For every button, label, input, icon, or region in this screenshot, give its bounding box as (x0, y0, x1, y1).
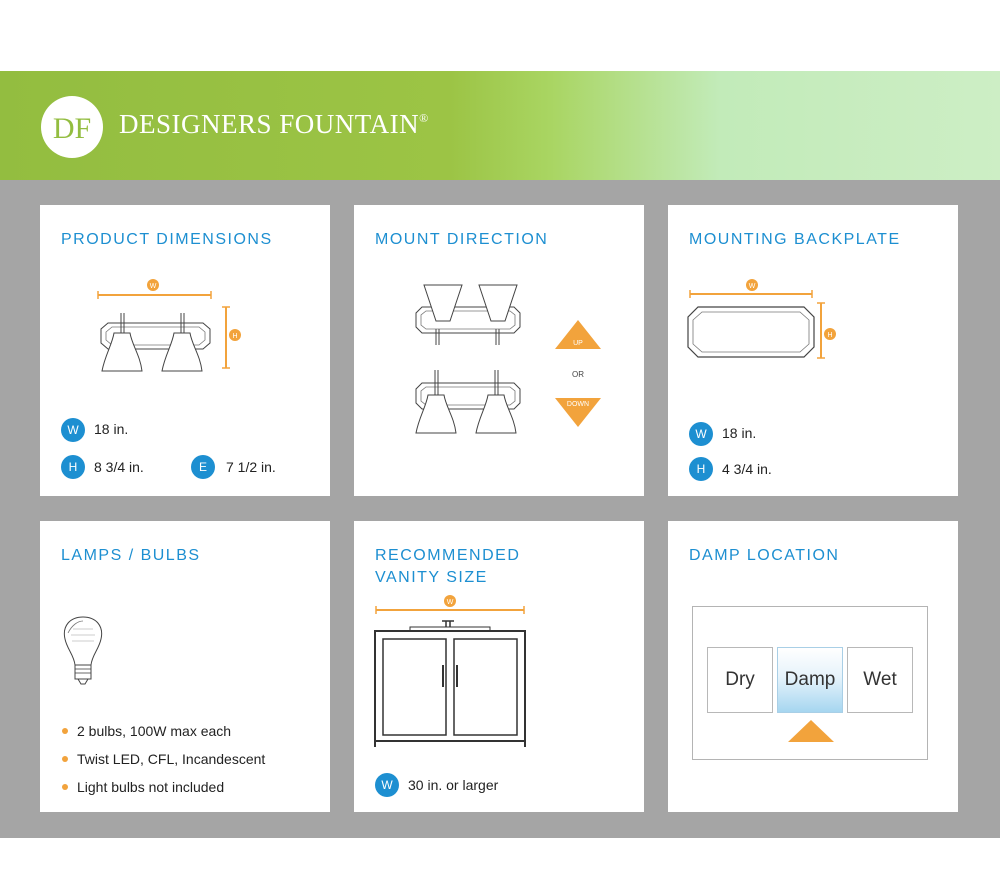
mount-direction-diagram: UP OR DOWN (415, 284, 601, 434)
bulb-icon (63, 616, 103, 685)
width-badge: W (375, 773, 399, 797)
h-marker-label: H (232, 333, 237, 340)
card-title: LAMPS / BULBS (61, 547, 201, 564)
extension-value: 7 1/2 in. (226, 459, 276, 475)
card-vanity-size: RECOMMENDED VANITY SIZE W W 30 in. or la… (354, 521, 644, 812)
backplate-diagram: W H (687, 279, 836, 359)
card-title: DAMP LOCATION (689, 547, 840, 564)
up-arrow (555, 320, 601, 349)
list-item: 2 bulbs, 100W max each (61, 722, 265, 750)
down-label: DOWN (567, 401, 589, 408)
down-arrow (555, 398, 601, 427)
location-dry: Dry (707, 647, 773, 713)
height-badge: H (61, 455, 85, 479)
logo-letters: DF (53, 112, 91, 145)
card-mounting-backplate: MOUNTING BACKPLATE W H W 18 in. H 4 3/4 … (668, 205, 958, 496)
selected-indicator-icon (788, 720, 834, 742)
location-wet: Wet (847, 647, 913, 713)
brand-logo: DF (41, 96, 103, 158)
or-label: OR (572, 370, 584, 379)
list-item: Twist LED, CFL, Incandescent (61, 750, 265, 778)
card-product-dimensions: PRODUCT DIMENSIONS W H W 18 in. H 8 3/4 … (40, 205, 330, 496)
list-item: Light bulbs not included (61, 778, 265, 806)
card-lamps-bulbs: LAMPS / BULBS 2 bulbs, 100W max each Twi… (40, 521, 330, 812)
extension-badge: E (191, 455, 215, 479)
w-marker-label: W (447, 599, 454, 606)
location-damp-selected: Damp (777, 647, 843, 713)
card-title: MOUNT DIRECTION (375, 231, 549, 248)
height-value: 4 3/4 in. (722, 461, 772, 477)
width-value: 18 in. (722, 425, 757, 441)
height-value: 8 3/4 in. (94, 459, 144, 475)
width-value: 18 in. (94, 421, 129, 437)
height-badge: H (689, 457, 713, 481)
location-rating-scale: Dry Damp Wet (692, 606, 928, 760)
card-title: MOUNTING BACKPLATE (689, 231, 901, 248)
bulb-info-list: 2 bulbs, 100W max each Twist LED, CFL, I… (61, 722, 265, 806)
h-marker-label: H (827, 332, 832, 339)
width-badge: W (689, 422, 713, 446)
vanity-diagram: W (374, 595, 526, 747)
card-title: RECOMMENDED VANITY SIZE (375, 547, 521, 586)
up-label: UP (573, 340, 583, 347)
card-title: PRODUCT DIMENSIONS (61, 231, 273, 248)
card-mount-direction: MOUNT DIRECTION UP OR DOWN (354, 205, 644, 496)
brand-name: DESIGNERS FOUNTAIN® (119, 109, 429, 139)
w-marker-label: W (150, 283, 157, 290)
card-damp-location: DAMP LOCATION Dry Damp Wet (668, 521, 958, 812)
brand-header: DF DESIGNERS FOUNTAIN® (0, 71, 1000, 180)
w-marker-label: W (749, 283, 756, 290)
width-value: 30 in. or larger (408, 777, 499, 793)
width-badge: W (61, 418, 85, 442)
fixture-dimension-diagram: W H (97, 279, 241, 372)
